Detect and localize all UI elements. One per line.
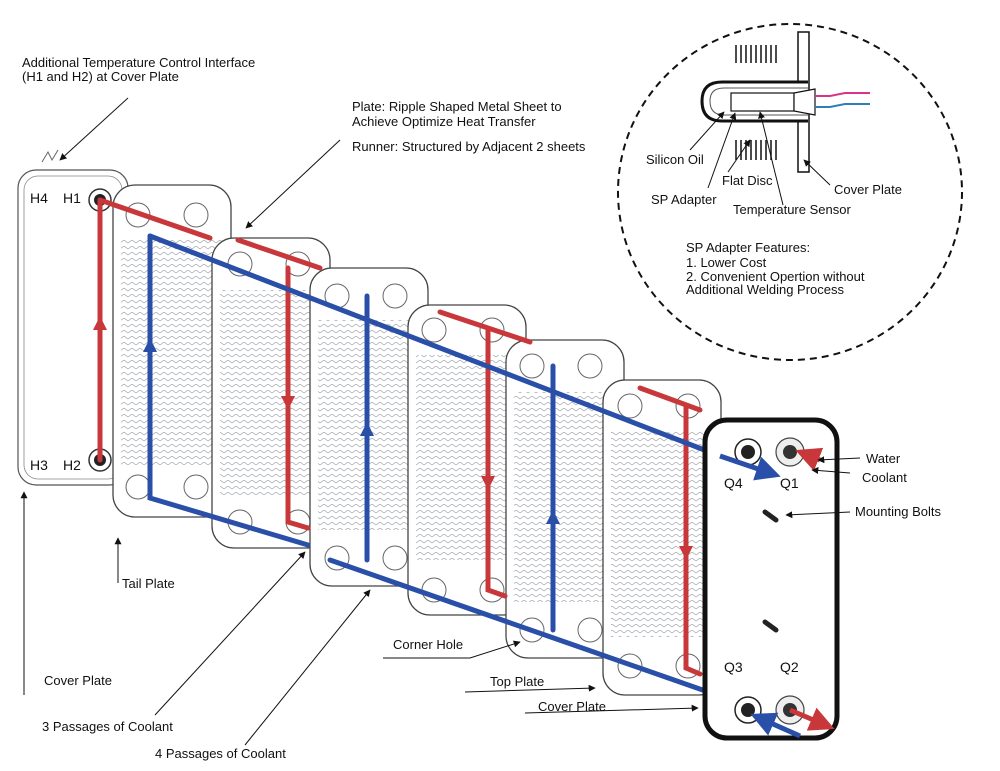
flat-disc bbox=[735, 45, 777, 160]
inset-feature-2: 2. Convenient Opertion without bbox=[686, 269, 865, 284]
inset-label-temperature-sensor: Temperature Sensor bbox=[733, 202, 851, 217]
mounting-bolt bbox=[762, 619, 779, 633]
port-label-q2: Q2 bbox=[780, 659, 799, 675]
label-top-plate: Top Plate bbox=[490, 674, 544, 689]
mounting-bolt bbox=[762, 509, 779, 523]
inset-feature-2-cont: Additional Welding Process bbox=[686, 282, 845, 297]
port-label-q4: Q4 bbox=[724, 475, 743, 491]
port-label-h1: H1 bbox=[63, 190, 81, 206]
port-label-q1: Q1 bbox=[780, 475, 799, 491]
temperature-sensor-body bbox=[730, 92, 795, 112]
plate-4 bbox=[407, 304, 527, 616]
label-corner-hole: Corner Hole bbox=[393, 637, 463, 652]
label-tail-plate: Tail Plate bbox=[122, 576, 175, 591]
port-label-h3: H3 bbox=[30, 457, 48, 473]
port-label-q3: Q3 bbox=[724, 659, 743, 675]
plate-2 bbox=[211, 237, 331, 549]
sp-adapter-inset: Silicon Oil Flat Disc Cover Plate SP Ada… bbox=[617, 23, 963, 361]
label-mounting-bolts: Mounting Bolts bbox=[855, 504, 941, 519]
inset-features-title: SP Adapter Features: bbox=[686, 240, 810, 255]
port-label-h2: H2 bbox=[63, 457, 81, 473]
annotation-temp-interface: Additional Temperature Control Interface bbox=[22, 55, 255, 70]
leader-lines bbox=[20, 97, 861, 746]
label-cover-plate-bottom: Cover Plate bbox=[538, 699, 606, 714]
coolant-flow-blue bbox=[147, 233, 763, 713]
annotation-plate: Plate: Ripple Shaped Metal Sheet to bbox=[352, 99, 562, 114]
sensor-wire-blue bbox=[815, 103, 870, 108]
annotation-temp-interface-2: (H1 and H2) at Cover Plate bbox=[22, 69, 179, 84]
plate-5 bbox=[505, 339, 625, 659]
label-4-passages: 4 Passages of Coolant bbox=[155, 746, 286, 761]
label-3-passages: 3 Passages of Coolant bbox=[42, 719, 173, 734]
annotation-runner: Runner: Structured by Adjacent 2 sheets bbox=[352, 139, 586, 154]
inset-feature-1: 1. Lower Cost bbox=[686, 255, 767, 270]
sensor-wire-pink bbox=[815, 92, 870, 97]
label-water: Water bbox=[866, 451, 901, 466]
label-coolant: Coolant bbox=[862, 470, 907, 485]
annotation-plate-2: Achieve Optimize Heat Transfer bbox=[352, 114, 536, 129]
label-cover-plate-left: Cover Plate bbox=[44, 673, 112, 688]
port-label-h4: H4 bbox=[30, 190, 48, 206]
plate-stack bbox=[112, 184, 722, 696]
inset-label-silicon-oil: Silicon Oil bbox=[646, 152, 704, 167]
inset-label-sp-adapter: SP Adapter bbox=[651, 192, 717, 207]
inlet-outlet-arrows bbox=[719, 447, 835, 739]
front-cover-plate bbox=[702, 417, 840, 741]
flow-direction-arrows bbox=[93, 316, 693, 560]
inset-label-cover-plate: Cover Plate bbox=[834, 182, 902, 197]
top-plate bbox=[602, 379, 722, 696]
inset-label-flat-disc: Flat Disc bbox=[722, 173, 773, 188]
